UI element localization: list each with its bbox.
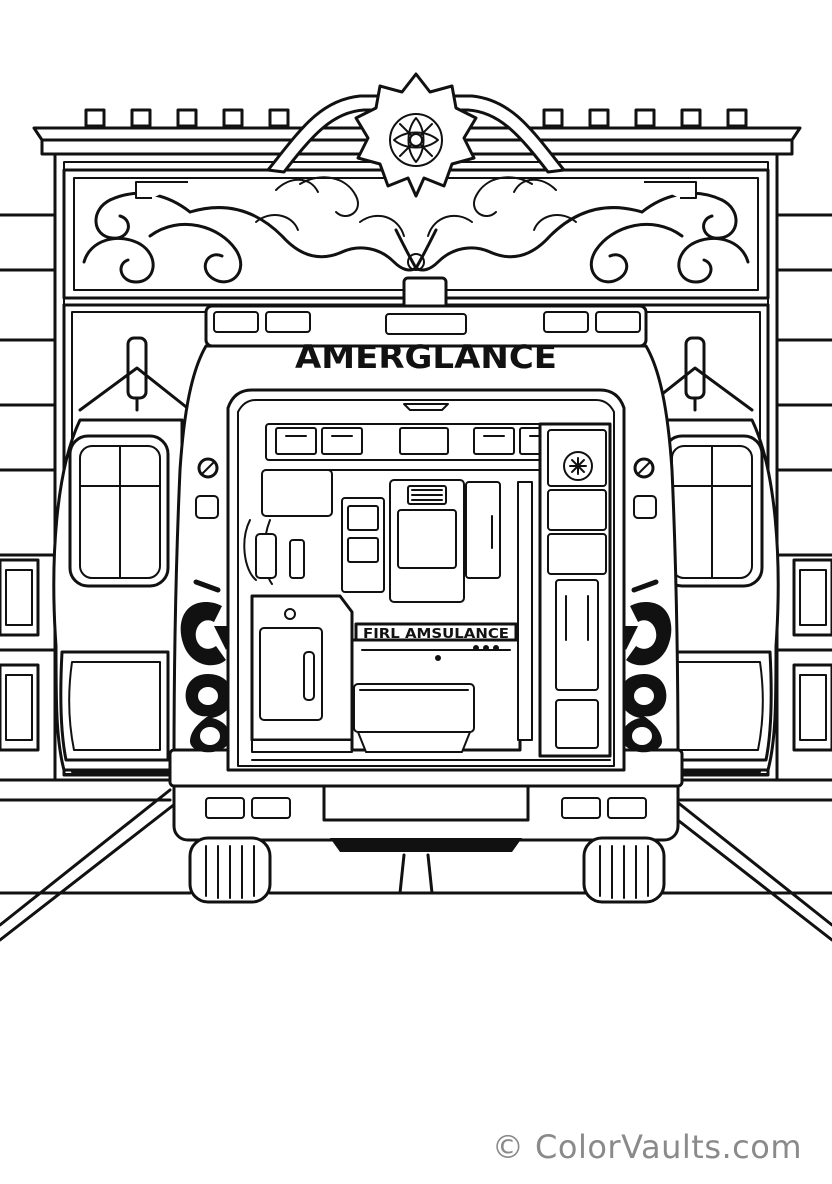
road — [0, 788, 832, 942]
crest-ornament — [266, 72, 566, 198]
watermark-text: © ColorVaults.com — [491, 1128, 802, 1166]
ambulance-roof-sign: AMERGLANCE — [295, 338, 557, 376]
frieze-scrollwork — [82, 176, 750, 284]
right-side-wall — [660, 213, 832, 802]
left-rear-door — [52, 336, 192, 772]
interior-panel-sign: FIRL AMSULANCE — [363, 627, 509, 642]
right-rear-door — [640, 336, 780, 772]
ambulance-interior — [226, 388, 626, 772]
